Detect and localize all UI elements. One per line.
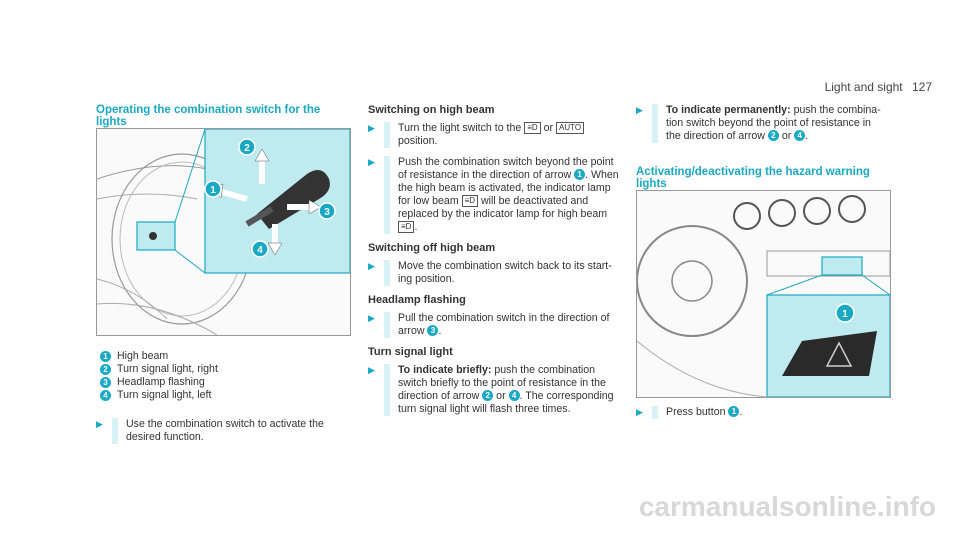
- step-arrow-icon: ▶: [96, 419, 103, 429]
- callout-4: 4: [251, 240, 269, 258]
- instruction-step: ▶ Use the combination switch to activate…: [96, 418, 346, 444]
- callout-1: 1: [204, 180, 222, 198]
- section-name: Light and sight: [824, 80, 903, 94]
- instruction-step: ▶ Press button 1.: [636, 406, 743, 419]
- instruction-step: ▶ To indicate briefly: push the combinat…: [368, 364, 624, 416]
- instruction-step: ▶ Move the combination switch back to it…: [368, 260, 624, 286]
- svg-text:2: 2: [244, 143, 250, 154]
- callout-2: 2: [238, 138, 256, 156]
- callout-1: 1: [835, 303, 855, 323]
- subheading-turn-signal-light: Turn signal light: [368, 346, 453, 358]
- instruction-step: ▶ Push the combination switch beyond the…: [368, 156, 624, 234]
- step-arrow-icon: ▶: [368, 123, 375, 133]
- instruction-step: ▶ Turn the light switch to the ≡D or AUT…: [368, 122, 624, 148]
- step-arrow-icon: ▶: [368, 365, 375, 375]
- svg-text:4: 4: [257, 245, 263, 256]
- svg-text:1: 1: [210, 185, 216, 196]
- column-3: ▶ To indicate permanently: push the comb…: [636, 104, 888, 143]
- column-2: Switching on high beam ▶ Turn the light …: [368, 104, 624, 416]
- step-arrow-icon: ▶: [636, 105, 643, 115]
- instruction-step: ▶ Pull the combination switch in the dir…: [368, 312, 624, 338]
- subheading-switching-on-high-beam: Switching on high beam: [368, 104, 495, 116]
- callout-3: 3: [318, 202, 336, 220]
- svg-text:1: 1: [842, 309, 848, 320]
- page-number: 127: [911, 80, 932, 94]
- combination-switch-illustration: 1 2 3 4: [96, 128, 351, 336]
- subheading-switching-off-high-beam: Switching off high beam: [368, 242, 496, 254]
- step-arrow-icon: ▶: [368, 313, 375, 323]
- step-arrow-icon: ▶: [368, 157, 375, 167]
- page-header: Light and sight 127: [825, 80, 932, 94]
- hazard-button-illustration: 1: [636, 190, 891, 398]
- instruction-step: ▶ To indicate permanently: push the comb…: [636, 104, 888, 143]
- step-arrow-icon: ▶: [368, 261, 375, 271]
- svg-text:3: 3: [324, 207, 330, 218]
- watermark: carmanualsonline.info: [638, 491, 936, 522]
- step-arrow-icon: ▶: [636, 407, 643, 417]
- auto-symbol-icon: AUTO: [556, 122, 585, 134]
- subheading-headlamp-flashing: Headlamp flashing: [368, 294, 466, 306]
- low-beam-symbol-icon: ≡D: [461, 195, 479, 207]
- high-beam-symbol-icon: ≡D: [398, 221, 415, 233]
- low-beam-symbol-icon: ≡D: [524, 122, 541, 134]
